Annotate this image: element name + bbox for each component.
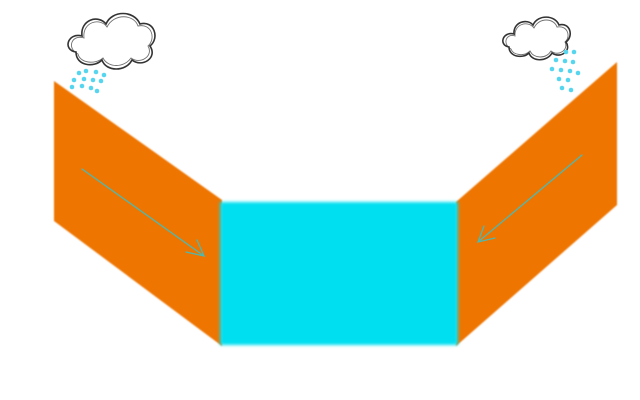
right-slope	[456, 62, 617, 346]
water-pool	[220, 202, 458, 345]
left-flow-arrow	[81, 168, 206, 257]
cloud-icon	[502, 16, 571, 61]
cloud-icon	[67, 12, 156, 70]
right-flow-arrow	[476, 154, 583, 243]
left-slope	[54, 81, 222, 346]
rain-drops-left	[69, 68, 107, 94]
rain-drops-right	[549, 49, 581, 93]
